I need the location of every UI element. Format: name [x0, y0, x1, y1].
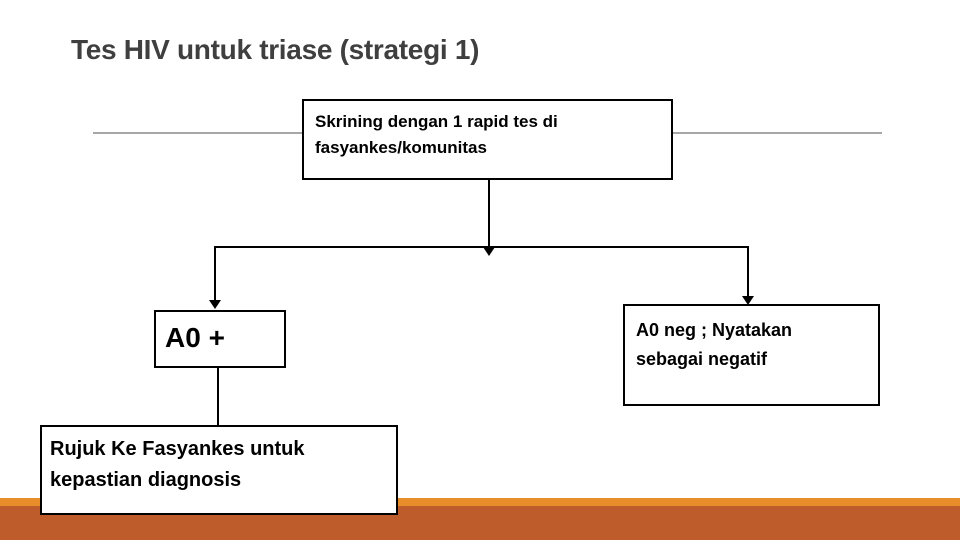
connector-a0-to-rujuk: [217, 368, 219, 425]
flow-box-a0-negative-line2: sebagai negatif: [636, 349, 768, 369]
connector-top-stem: [488, 180, 490, 248]
flow-box-skrining-line2: fasyankes/komunitas: [315, 138, 487, 157]
footer-band-stripe: [0, 498, 960, 506]
connector-branch-left: [214, 246, 216, 302]
arrowhead-center-icon: [483, 247, 495, 256]
flow-box-skrining: Skrining dengan 1 rapid tes di fasyankes…: [302, 99, 673, 180]
connector-branch-right: [747, 246, 749, 298]
flow-box-a0-negative: A0 neg ; Nyatakan sebagai negatif: [623, 304, 880, 406]
arrowhead-left-icon: [209, 300, 221, 309]
flow-box-rujuk: Rujuk Ke Fasyankes untuk kepastian diagn…: [40, 425, 398, 515]
slide-title: Tes HIV untuk triase (strategi 1): [71, 34, 480, 65]
flow-box-a0-negative-line1: A0 neg ; Nyatakan: [636, 320, 793, 340]
flow-box-rujuk-line2: kepastian diagnosis: [50, 469, 242, 491]
flow-box-rujuk-line1: Rujuk Ke Fasyankes untuk: [50, 438, 305, 460]
connector-branch-horizontal: [214, 246, 749, 248]
arrowhead-right-icon: [742, 296, 754, 305]
flow-box-a0-positive: A0 +: [154, 310, 286, 368]
flow-box-skrining-line1: Skrining dengan 1 rapid tes di: [315, 112, 558, 131]
